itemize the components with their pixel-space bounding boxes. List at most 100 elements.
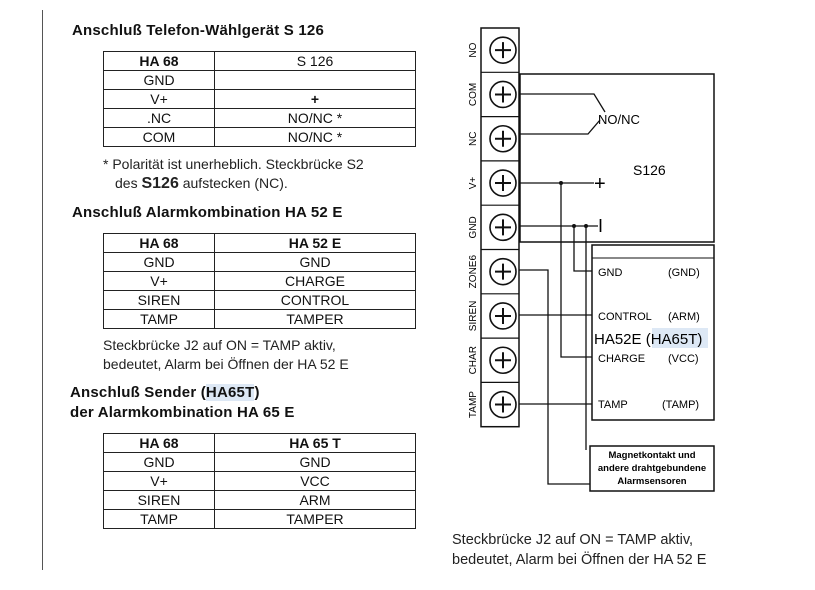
- note-line: bedeutet, Alarm bei Öffnen der HA 52 E: [103, 356, 349, 372]
- wire-nc: [519, 119, 601, 135]
- schematic-caption: Steckbrücke J2 auf ON = TAMP aktiv, bede…: [452, 530, 706, 570]
- note-bold-text: S126: [141, 175, 179, 192]
- terminal-label: V+: [468, 177, 479, 190]
- terminal-screw-icon: [489, 169, 517, 197]
- note-line: * Polarität ist unerheblich. Steckbrücke…: [103, 156, 364, 172]
- terminal-strip-frame: [480, 27, 520, 428]
- title-highlight: HA65T: [205, 384, 255, 401]
- wire-com: [519, 93, 606, 113]
- wire-charge: [560, 183, 592, 358]
- title-line: Anschluß Sender (HA65T): [70, 383, 295, 403]
- table-header-row: HA 68 S 126: [103, 51, 416, 71]
- terminal-label: COM: [468, 83, 479, 106]
- table-cell: SIREN: [103, 490, 215, 510]
- sensor-line1: Magnetkontakt und: [608, 450, 695, 461]
- terminal-plus-icon: [495, 175, 511, 192]
- sensor-line3: Alarmsensoren: [617, 476, 686, 487]
- terminal-screw-icon: [489, 124, 517, 153]
- note-line: des S126 aufstecken (NC).: [103, 174, 364, 193]
- note-line: Steckbrücke J2 auf ON = TAMP aktiv,: [103, 337, 336, 353]
- ha52e-pin-charge-alt: (VCC): [668, 353, 699, 365]
- s126-pin-minus: I: [598, 216, 603, 236]
- terminal-label: GND: [468, 216, 479, 238]
- terminal-screw-icon: [489, 346, 517, 375]
- s126-pin-nonc: NO/NC: [598, 112, 640, 127]
- terminal-screw-icon: [489, 257, 517, 286]
- sensor-line2: andere drahtgebundene: [598, 463, 706, 474]
- junction-dot: [559, 181, 563, 185]
- ha52e-pin-charge: CHARGE: [598, 353, 645, 365]
- table-row: V+CHARGE: [103, 271, 416, 291]
- table-cell: V+: [103, 89, 215, 109]
- table-cell: TAMP: [103, 309, 215, 329]
- terminal-screw-icon: [489, 213, 517, 242]
- terminal-plus-icon: [495, 307, 511, 324]
- terminal-plus-icon: [495, 263, 511, 280]
- caption-line: bedeutet, Alarm bei Öffnen der HA 52 E: [452, 552, 707, 568]
- terminal-label: CHAR: [468, 346, 479, 374]
- terminal-plus-icon: [495, 42, 511, 59]
- ha52e-title-highlight-bg: [652, 328, 708, 348]
- s126-pin-plus: +: [594, 173, 606, 195]
- wires: [519, 93, 606, 485]
- ha52e-pin-gnd: GND: [598, 267, 623, 279]
- table-cell: TAMP: [103, 509, 215, 529]
- ha52e-pin-tamp: TAMP: [598, 399, 628, 411]
- wire-junctions: [559, 181, 588, 228]
- table-row: GND: [103, 70, 416, 90]
- title-text: ): [254, 384, 260, 401]
- terminal-screw-icon: [489, 302, 517, 330]
- terminal-label: TAMP: [468, 391, 479, 418]
- table-cell: TAMPER: [214, 309, 416, 329]
- section1-note: * Polarität ist unerheblich. Steckbrücke…: [103, 155, 364, 193]
- section3-title: Anschluß Sender (HA65T) der Alarmkombina…: [70, 383, 295, 423]
- terminal-label: SIREN: [468, 301, 479, 332]
- ha52e-pin-gnd-alt: (GND): [668, 267, 700, 279]
- terminal-plus-icon: [495, 219, 511, 236]
- terminal-label: ZONE6: [468, 255, 479, 289]
- table-header-cell: HA 65 T: [214, 433, 416, 453]
- ha52e-pin-control: CONTROL: [598, 311, 652, 323]
- table-row: V+VCC: [103, 471, 416, 491]
- terminal-label: NO: [468, 42, 479, 57]
- terminal-plus-icon: [495, 352, 511, 369]
- terminal-label: NC: [468, 132, 479, 146]
- section2-title: Anschluß Alarmkombination HA 52 E: [72, 204, 343, 221]
- left-margin-line: [42, 10, 43, 570]
- table-header-cell: HA 68: [103, 51, 215, 71]
- ha52e-pin-tamp-alt: (TAMP): [662, 399, 699, 411]
- terminal-screw-icon: [489, 390, 517, 419]
- table-header-cell: S 126: [214, 51, 416, 71]
- terminal-screw-icon: [489, 80, 517, 109]
- section2-note: Steckbrücke J2 auf ON = TAMP aktiv, bede…: [103, 336, 349, 374]
- terminal-plus-icon: [495, 86, 511, 103]
- table-cell: NO/NC *: [214, 127, 416, 147]
- table-header-cell: HA 68: [103, 233, 215, 253]
- ha52e-pin-control-alt: (ARM): [668, 311, 700, 323]
- note-text: aufstecken (NC).: [178, 175, 288, 191]
- sensor-box: [589, 445, 715, 492]
- table-cell: VCC: [214, 471, 416, 491]
- section1-title: Anschluß Telefon-Wählgerät S 126: [72, 22, 324, 39]
- wire-gnd-branch: [573, 226, 592, 272]
- terminal-plus-icon: [495, 130, 511, 147]
- terminal-screw-icon: [489, 36, 517, 64]
- title-line: der Alarmkombination HA 65 E: [70, 404, 295, 421]
- table-cell: TAMPER: [214, 509, 416, 529]
- junction-dot: [584, 224, 588, 228]
- junction-dot: [572, 224, 576, 228]
- table-cell: COM: [103, 127, 215, 147]
- terminal-plus-icon: [495, 396, 511, 413]
- s126-label: S126: [633, 162, 666, 178]
- wire-zone6: [519, 269, 590, 485]
- title-text: Anschluß Sender (: [70, 384, 206, 401]
- table-header-row: HA 68 HA 65 T: [103, 433, 416, 453]
